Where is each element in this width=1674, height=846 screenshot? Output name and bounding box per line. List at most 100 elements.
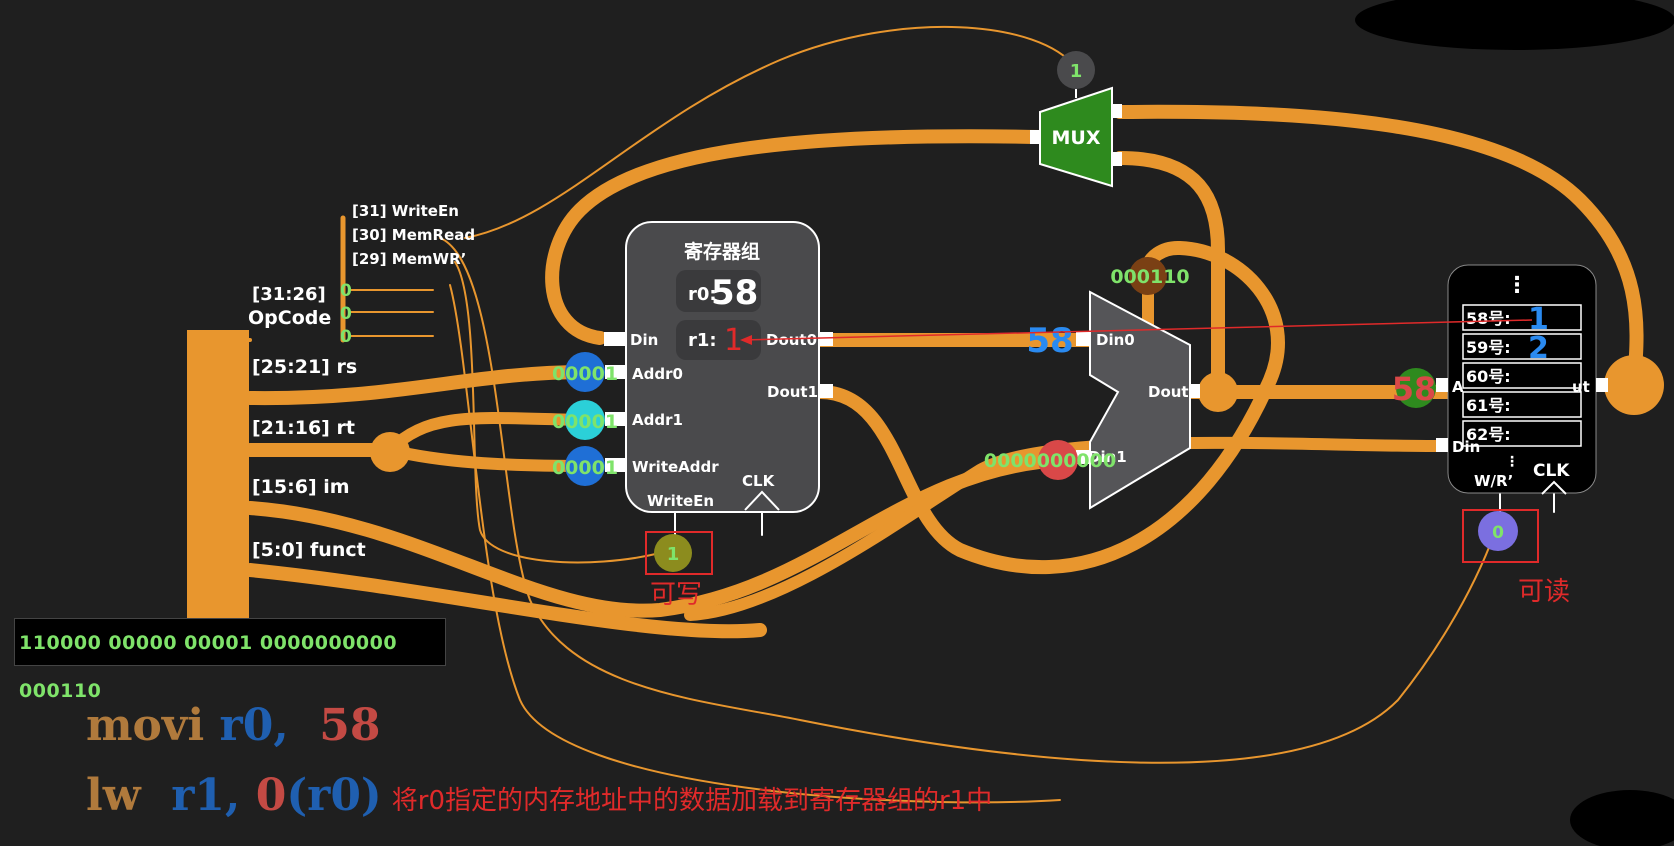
- mem-addr-value: 58: [1392, 370, 1437, 408]
- field-im: [15:6] im: [252, 476, 350, 498]
- alu-dout-label: Dout: [1148, 383, 1189, 401]
- addr1-label: Addr1: [632, 411, 683, 429]
- din0-value: 58: [1026, 321, 1073, 361]
- din1-value: 0000000000: [984, 450, 1116, 472]
- memory-cell-label: 60号:: [1466, 367, 1511, 386]
- wires: [187, 25, 1644, 804]
- signal-writeen: [31] WriteEn: [352, 202, 459, 220]
- r0-value: 58: [711, 273, 758, 313]
- r0-label: r0:: [688, 284, 717, 305]
- opcode-bit-0: 0: [340, 281, 352, 301]
- wire-mux-lower: [1113, 151, 1225, 399]
- asm1-reg: r0,: [219, 700, 289, 751]
- register-file-title: 寄存器组: [684, 240, 760, 263]
- alu-mux: 000110 Din0 Din1 Dout: [1076, 257, 1200, 510]
- black-blob-top: [1355, 0, 1674, 50]
- writeaddr-value: 00001: [552, 457, 618, 479]
- mem-dout-label: ut: [1572, 378, 1590, 396]
- wire-mem-din: [684, 436, 1446, 621]
- dout1-label: Dout1: [767, 383, 818, 401]
- memory-cell: [1462, 362, 1582, 389]
- wr-value: 0: [1492, 523, 1504, 543]
- writeaddr-label: WriteAddr: [632, 458, 719, 476]
- port-dout0: [819, 332, 833, 346]
- memory-dots-bottom: ⋮: [1505, 454, 1519, 470]
- mem-wr-label: W/R’: [1474, 472, 1513, 490]
- mux-body: [1039, 86, 1113, 188]
- field-rt: [21:16] rt: [252, 417, 355, 439]
- wire-rt-addr1: [384, 412, 591, 456]
- memory-cell-label: 58号:: [1466, 309, 1511, 328]
- memory-cell: [1462, 333, 1582, 360]
- mux-select-indicator: [1057, 51, 1095, 89]
- r1-cell: [676, 320, 761, 360]
- port-addr1: [605, 412, 626, 426]
- junction-mem-dout: [1604, 355, 1664, 415]
- writeen-value: 1: [667, 544, 680, 565]
- wire-writeen-to-mux: [464, 25, 1077, 239]
- mux-label: MUX: [1052, 127, 1101, 149]
- junction-dout: [1198, 372, 1238, 412]
- wire-mux-upper: [1113, 104, 1644, 387]
- field-rs: [25:21] rs: [252, 356, 357, 378]
- r0-cell: [676, 270, 761, 312]
- write-note: 可写: [650, 580, 702, 610]
- addr1-value: 00001: [552, 411, 618, 433]
- memory-cell-label: 62号:: [1466, 425, 1511, 444]
- alu-mux-body: [1089, 290, 1191, 510]
- memory-cell-value: 2: [1528, 331, 1549, 366]
- wire-mux-to-din: [545, 129, 1047, 345]
- mem-addr-indicator: [1396, 368, 1436, 408]
- annotation-arrow: [740, 319, 1533, 345]
- wire-memread-to-writeen: [454, 261, 661, 564]
- asm1-op: movi: [86, 700, 205, 751]
- addr0-indicator: [565, 352, 605, 392]
- memory-cell-value: 1: [1528, 302, 1549, 337]
- r1-value: 1: [724, 323, 743, 358]
- memory-cell: [1462, 391, 1582, 418]
- memory-cell: [1462, 420, 1582, 447]
- writeen-indicator: [654, 534, 692, 572]
- read-note: 可读: [1518, 577, 1570, 607]
- wire-rs-addr0: [243, 365, 592, 406]
- register-file: 寄存器组 r0: 58 r1: 1 Din Dout0 Addr0 Dout1 …: [604, 221, 833, 513]
- wire-funct: [243, 563, 767, 639]
- addr1-indicator: [565, 400, 605, 440]
- signal-memread: [30] MemRead: [352, 226, 475, 244]
- writeen-highlight-box: [645, 531, 713, 575]
- clk-label: CLK: [742, 472, 776, 490]
- memory-dots-top: ⋮: [1506, 273, 1528, 298]
- port-writeaddr: [605, 458, 626, 472]
- din1-indicator: [1038, 440, 1078, 480]
- memory-cell-label: 59号:: [1466, 338, 1511, 357]
- asm2-num: 0: [255, 770, 287, 821]
- mux-select-value: 1: [1070, 61, 1083, 82]
- bus-trunk: [187, 330, 249, 620]
- port-addr0: [605, 365, 626, 379]
- asm-line-2: lw r1, 0(r0)将r0指定的内存地址中的数据加载到寄存器组的r1中: [86, 770, 992, 821]
- asm2-op: lw: [86, 770, 141, 821]
- signal-memwr: [29] MemWR’: [352, 250, 466, 268]
- wire-memwr: [439, 237, 1496, 764]
- asm-line-1: movi r0, 58: [86, 700, 381, 751]
- addr0-label: Addr0: [632, 365, 683, 383]
- opcode-label: OpCode: [248, 307, 331, 329]
- addr0-value: 00001: [552, 363, 618, 385]
- writeen-label: WriteEn: [647, 492, 714, 510]
- din-label: Din: [630, 331, 658, 349]
- opcode-range: [31:26]: [252, 284, 326, 305]
- din0-label: Din0: [1096, 331, 1135, 349]
- field-funct: [5:0] funct: [252, 539, 366, 561]
- alu-select-value: 000110: [1110, 266, 1189, 288]
- mem-addr-label: A: [1452, 378, 1464, 396]
- r1-label: r1:: [688, 330, 717, 351]
- asm2-comment: 将r0指定的内存地址中的数据加载到寄存器组的r1中: [391, 786, 993, 816]
- junction-rt: [370, 432, 410, 472]
- asm2-base: (r0): [286, 770, 382, 821]
- wire-dout1-loop: [813, 241, 1285, 575]
- mem-clk-label: CLK: [1533, 461, 1570, 481]
- dout0-label: Dout0: [766, 331, 817, 349]
